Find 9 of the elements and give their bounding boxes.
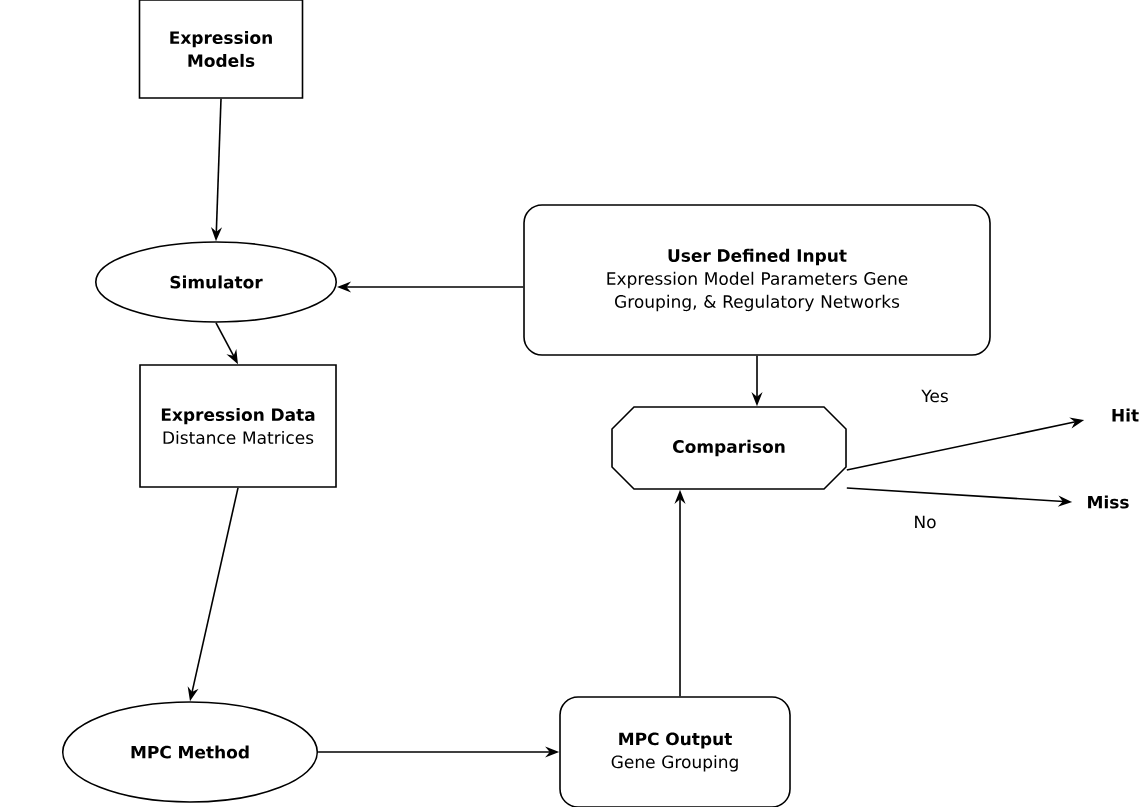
process-box: Expression Models bbox=[138, 0, 304, 99]
input-box: User Defined Input Expression Model Parameters Gene Grouping, & Regulatory Networks bbox=[523, 204, 991, 356]
output-box: MPC Output Gene Grouping bbox=[559, 696, 791, 807]
comparison-octagon: Comparison bbox=[611, 406, 847, 490]
edge-label: No bbox=[915, 515, 936, 529]
result-label: Hit bbox=[1112, 408, 1139, 422]
result-label: Miss bbox=[1088, 495, 1129, 509]
edge-label: Yes bbox=[921, 389, 948, 403]
data-box: Expression Data Distance Matrices bbox=[139, 364, 337, 488]
